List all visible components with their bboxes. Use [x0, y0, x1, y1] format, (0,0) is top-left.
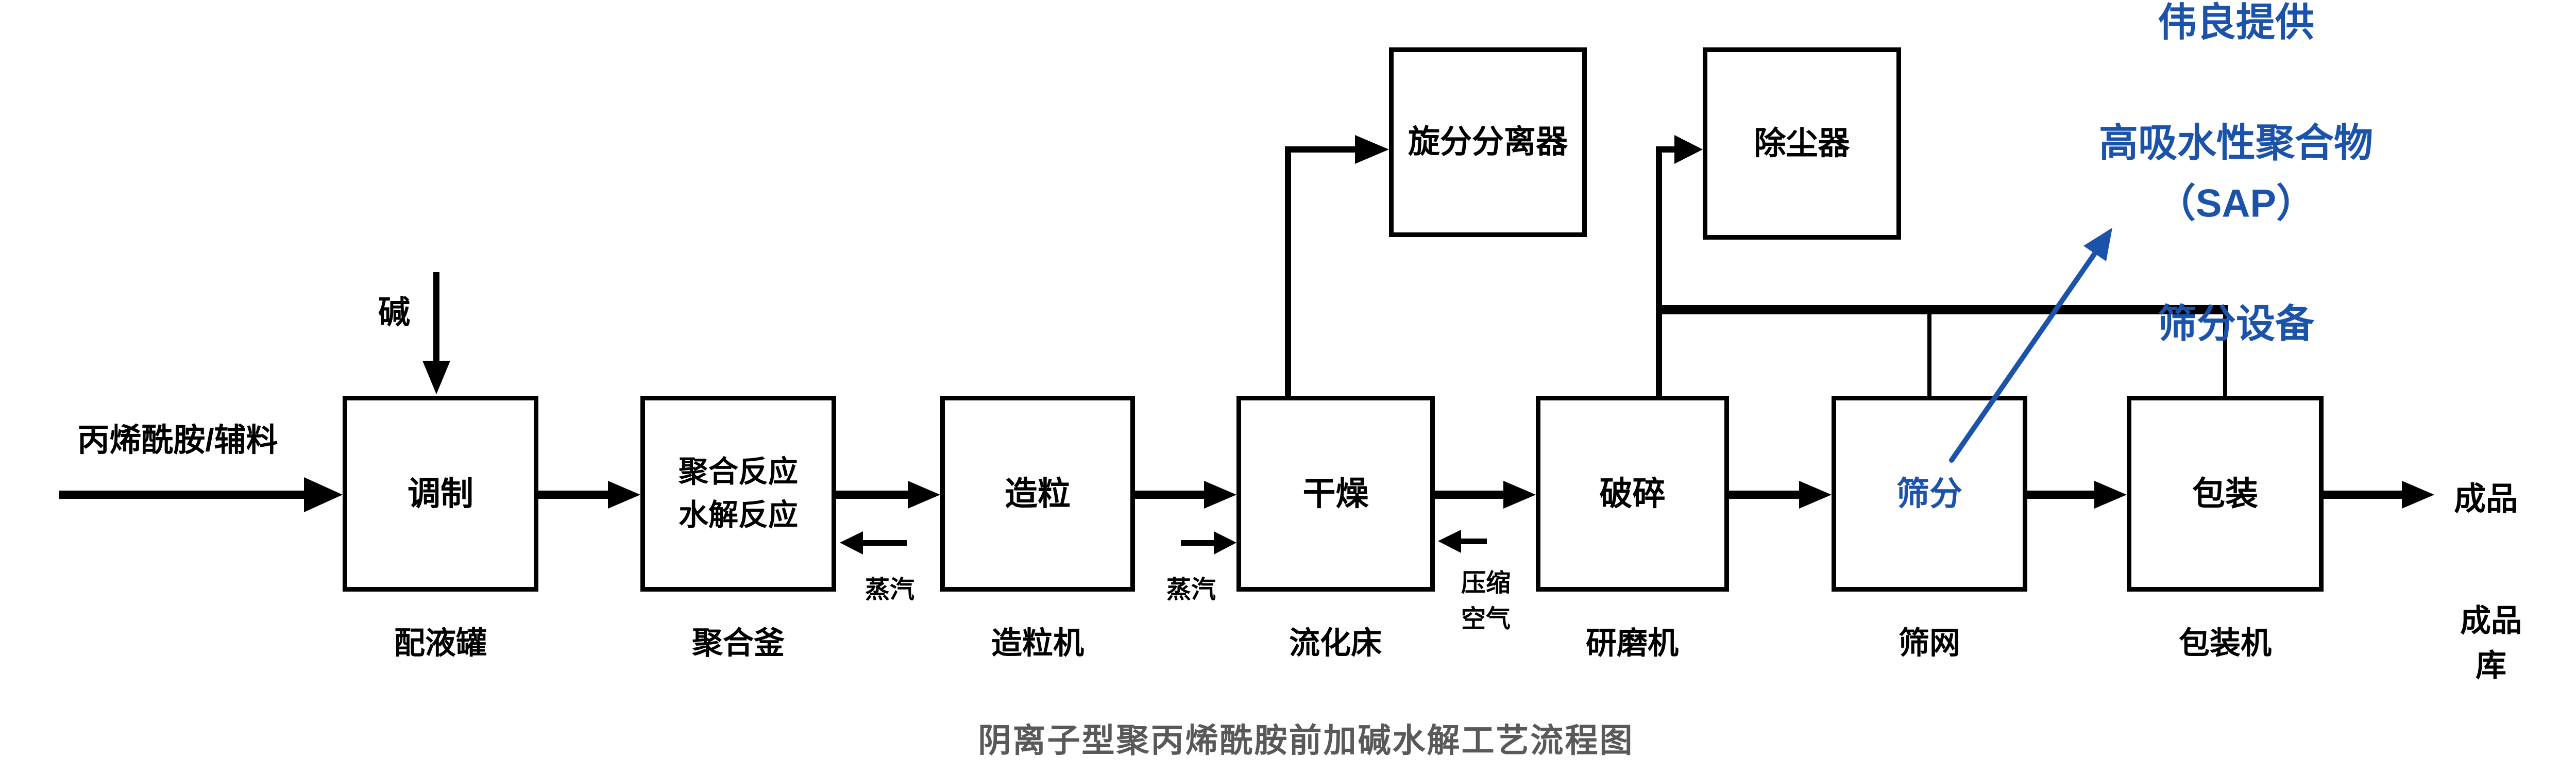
alkali-label: 碱 — [378, 295, 411, 330]
vendor-annotation: 伟良提供 高吸水性聚合物（SAP） 筛分设备 — [2066, 0, 2406, 355]
box-packing: 包装 — [2127, 396, 2324, 592]
equipment-label-solution-tank: 配液罐 — [394, 626, 487, 661]
box-cyclone-separator: 旋分分离器 — [1389, 47, 1587, 237]
compressed-air-arrow — [1438, 530, 1487, 553]
dust-collector-label: 除尘器 — [1754, 125, 1850, 161]
product-label: 成品 — [2453, 481, 2518, 517]
equipment-label-screen-mesh: 筛网 — [1899, 626, 1960, 661]
vendor-annotation-line1: 伟良提供 — [2158, 1, 2314, 45]
box-drying: 干燥 — [1236, 396, 1435, 592]
equipment-label-grinder: 研磨机 — [1586, 626, 1679, 661]
feed-arrow — [59, 477, 343, 512]
dust-collector-feed-line — [1656, 135, 1703, 396]
flow-arrow-5 — [1729, 481, 1832, 509]
equipment-label-packing-machine: 包装机 — [2179, 626, 2272, 661]
steam-label-1: 蒸汽 — [865, 576, 915, 603]
box-blending: 调制 — [343, 396, 538, 592]
box-dust-collector: 除尘器 — [1703, 47, 1901, 240]
equipment-label-fluidized-bed: 流化床 — [1289, 626, 1382, 661]
box-crushing-label: 破碎 — [1599, 475, 1666, 512]
diagram-title: 阴离子型聚丙烯酰胺前加碱水解工艺流程图 — [978, 722, 1634, 759]
steam-arrow-2 — [1181, 531, 1236, 554]
steam-label-2: 蒸汽 — [1166, 576, 1216, 603]
flow-arrow-1 — [538, 481, 640, 509]
box-granulation-label: 造粒 — [1005, 475, 1071, 512]
vendor-annotation-line3: 筛分设备 — [2158, 302, 2314, 346]
cyclone-feed-line — [1285, 135, 1389, 396]
vendor-annotation-line2: 高吸水性聚合物（SAP） — [2099, 121, 2373, 226]
box-screening: 筛分 — [1832, 396, 2027, 592]
equipment-label-granulator: 造粒机 — [991, 626, 1084, 661]
product-arrow — [2324, 481, 2434, 509]
steam-arrow-1 — [840, 531, 907, 554]
box-blending-label: 调制 — [408, 475, 473, 512]
equipment-label-polymerizer: 聚合釜 — [692, 626, 785, 661]
feed-label: 丙烯酰胺/辅料 — [77, 423, 278, 458]
warehouse-label: 成品库 — [2460, 603, 2522, 683]
flow-arrow-3 — [1135, 481, 1236, 509]
box-drying-label: 干燥 — [1302, 475, 1369, 512]
cyclone-separator-label: 旋分分离器 — [1408, 124, 1568, 160]
box-polymerization-label: 聚合反应 水解反应 — [678, 455, 798, 532]
flow-arrow-4 — [1435, 481, 1536, 509]
box-screening-label: 筛分 — [1896, 475, 1962, 512]
compressed-air-label: 压缩 空气 — [1461, 569, 1511, 633]
flow-arrow-2 — [836, 481, 940, 509]
box-granulation: 造粒 — [940, 396, 1135, 592]
box-polymerization: 聚合反应 水解反应 — [640, 396, 836, 592]
alkali-arrow — [422, 272, 450, 394]
box-packing-label: 包装 — [2192, 475, 2258, 512]
box-crushing: 破碎 — [1536, 396, 1729, 592]
flow-arrow-6 — [2027, 481, 2127, 509]
